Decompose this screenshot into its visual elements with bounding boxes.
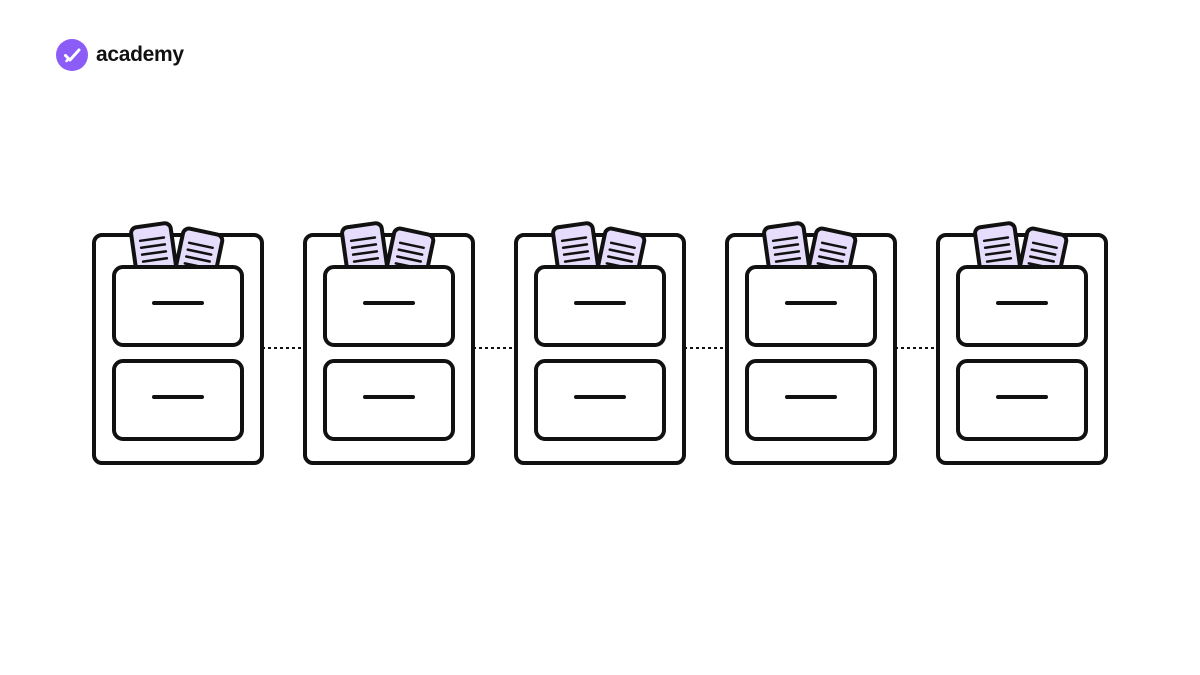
file-cabinet-icon <box>516 222 684 463</box>
file-cabinet-icon <box>305 222 473 463</box>
file-cabinet-icon <box>938 222 1106 463</box>
brand-name: academy <box>96 43 184 66</box>
check-badge-icon <box>56 39 88 71</box>
file-cabinet-icon <box>94 222 262 463</box>
logo-circle <box>56 39 88 71</box>
file-cabinet-icon <box>727 222 895 463</box>
brand: academy <box>56 38 184 72</box>
